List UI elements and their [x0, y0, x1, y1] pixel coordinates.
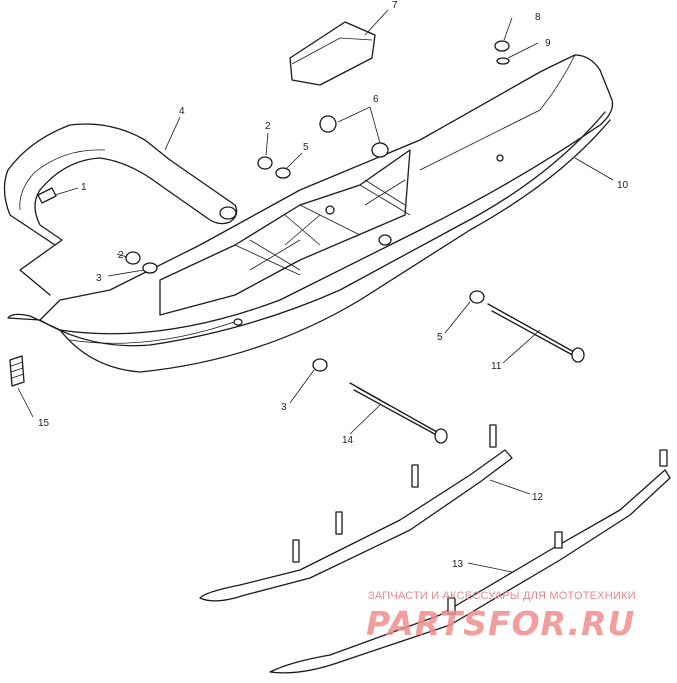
callout-3b: 3	[281, 402, 287, 413]
callout-13: 13	[452, 559, 464, 570]
callout-15: 15	[38, 418, 50, 429]
washer-5b	[469, 290, 485, 304]
plug-1	[37, 187, 57, 204]
skeg-wear-bar	[199, 424, 513, 602]
callout-8: 8	[535, 12, 541, 23]
nut-2a	[257, 156, 273, 170]
callout-1: 1	[81, 182, 87, 193]
callout-labels: 1 2 2 3 3 4 5 5 6 7 8 9 10 11 12 13 14 1…	[38, 0, 629, 570]
ski-body	[7, 54, 614, 373]
bolt-15	[9, 355, 25, 387]
callout-7: 7	[392, 0, 398, 11]
bolt-11	[487, 303, 585, 363]
callout-12: 12	[532, 492, 544, 503]
callout-2a: 2	[265, 121, 271, 132]
bushing-6b	[371, 142, 389, 158]
washer-3a	[142, 262, 158, 274]
washer-5a	[275, 167, 291, 179]
callout-6: 6	[373, 94, 379, 105]
nut-2b	[125, 251, 141, 265]
watermark-caption: ЗАПЧАСТИ И АКСЕССУАРЫ ДЛЯ МОТОТЕХНИКИ	[368, 590, 636, 602]
bumper-block	[289, 21, 376, 86]
callout-14: 14	[342, 435, 354, 446]
washer-9	[496, 57, 510, 65]
callout-9: 9	[545, 38, 551, 49]
bolt-14	[349, 382, 448, 444]
callout-2b: 2	[118, 250, 124, 261]
callout-4: 4	[179, 106, 185, 117]
carbide-runner	[269, 449, 671, 674]
callout-3a: 3	[96, 273, 102, 284]
ski-loop-handle	[3, 123, 238, 296]
leader-lines	[17, 9, 614, 573]
callout-10: 10	[617, 180, 629, 191]
watermark-logo: PARTSFOR.RU	[366, 604, 636, 643]
callout-5a: 5	[303, 142, 309, 153]
bushing-6a	[319, 115, 337, 133]
washer-3b	[312, 358, 328, 372]
callout-5b: 5	[437, 332, 443, 343]
nut-8	[494, 40, 510, 52]
callout-11: 11	[491, 361, 502, 372]
